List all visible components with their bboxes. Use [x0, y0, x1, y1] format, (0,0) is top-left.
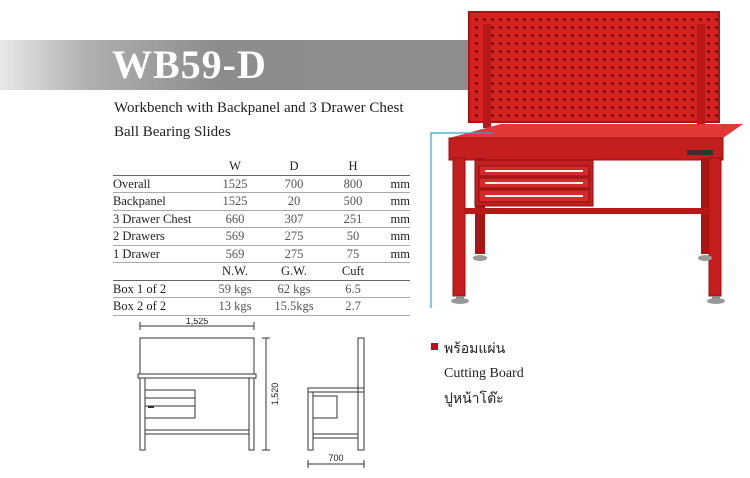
model-title: WB59-D [112, 42, 267, 87]
cell-w: 569 [206, 245, 264, 263]
title-banner [0, 40, 488, 90]
cell-d: 307 [264, 210, 324, 228]
cell-d: 275 [264, 227, 324, 246]
side-view-drawer [312, 395, 338, 419]
front-view-drawer-chest [144, 389, 196, 419]
product-feature: Ball Bearing Slides [114, 124, 231, 140]
bottom-stretcher [465, 208, 711, 214]
row-label: Overall [113, 175, 206, 193]
dimension-drawing: 1,525 1,520 700 [137, 318, 365, 468]
depth-label: 700 [328, 453, 343, 463]
cell-cuft: 6.5 [324, 280, 382, 298]
row-label: Backpanel [113, 192, 206, 211]
table-top [449, 124, 743, 138]
brand-plate [687, 150, 713, 155]
row-label: 3 Drawer Chest [113, 210, 206, 228]
table-row: Box 2 of 2 13 kgs 15.5kgs 2.7 [113, 297, 410, 316]
front-left-leg [452, 157, 466, 297]
cell-gw: 15.5kgs [264, 297, 324, 316]
row-label: Box 1 of 2 [113, 280, 206, 298]
cell-w: 569 [206, 227, 264, 246]
col-header-nw: N.W. [206, 262, 264, 281]
front-view-top [137, 373, 257, 379]
cell-nw: 13 kgs [206, 297, 264, 316]
product-description: Workbench with Backpanel and 3 Drawer Ch… [114, 100, 404, 116]
row-label: Box 2 of 2 [113, 297, 206, 316]
width-label: 1,525 [186, 318, 209, 326]
height-label: 1,520 [270, 383, 280, 406]
cell-unit: mm [382, 245, 410, 263]
box-header-row: N.W. G.W. Cuft [113, 262, 410, 281]
spec-table: W D H Overall 1525 700 800 mm Backpanel … [113, 158, 410, 316]
table-row: 2 Drawers 569 275 50 mm [113, 227, 410, 246]
cell-unit: mm [382, 227, 410, 246]
cell-h: 800 [324, 175, 382, 193]
col-header-h: H [324, 158, 382, 176]
cell-w: 1525 [206, 192, 264, 211]
callout-thai-line2: ปูหน้าโต๊ะ [444, 392, 504, 407]
dimension-header-row: W D H [113, 158, 410, 176]
cell-h: 500 [324, 192, 382, 211]
cell-h: 50 [324, 227, 382, 246]
callout-cutting-board: Cutting Board [444, 366, 524, 381]
cell-unit: mm [382, 175, 410, 193]
side-view-backpanel [357, 337, 365, 451]
side-view-top [307, 387, 365, 393]
table-row: Box 1 of 2 59 kgs 62 kgs 6.5 [113, 280, 410, 298]
row-label: 2 Drawers [113, 227, 206, 246]
cell-h: 75 [324, 245, 382, 263]
front-right-leg [708, 157, 722, 297]
table-row: 3 Drawer Chest 660 307 251 mm [113, 210, 410, 228]
front-view-backpanel [139, 337, 255, 375]
col-header-w: W [206, 158, 264, 176]
cell-d: 20 [264, 192, 324, 211]
col-header-d: D [264, 158, 324, 176]
cell-d: 700 [264, 175, 324, 193]
table-row: Overall 1525 700 800 mm [113, 175, 410, 193]
callout-line [430, 132, 493, 308]
cell-d: 275 [264, 245, 324, 263]
workbench-illustration [430, 11, 743, 308]
cell-gw: 62 kgs [264, 280, 324, 298]
cell-cuft: 2.7 [324, 297, 382, 316]
table-row: Backpanel 1525 20 500 mm [113, 192, 410, 211]
pegboard-back-panel [468, 11, 720, 123]
cell-w: 1525 [206, 175, 264, 193]
cell-unit: mm [382, 210, 410, 228]
col-header-cuft: Cuft [324, 262, 382, 281]
cell-w: 660 [206, 210, 264, 228]
cell-h: 251 [324, 210, 382, 228]
cell-unit: mm [382, 192, 410, 211]
red-bullet-icon [431, 343, 438, 350]
callout-thai-line1: พร้อมแผ่น [444, 342, 506, 357]
col-header-gw: G.W. [264, 262, 324, 281]
row-label: 1 Drawer [113, 245, 206, 263]
table-row: 1 Drawer 569 275 75 mm [113, 245, 410, 263]
cell-nw: 59 kgs [206, 280, 264, 298]
